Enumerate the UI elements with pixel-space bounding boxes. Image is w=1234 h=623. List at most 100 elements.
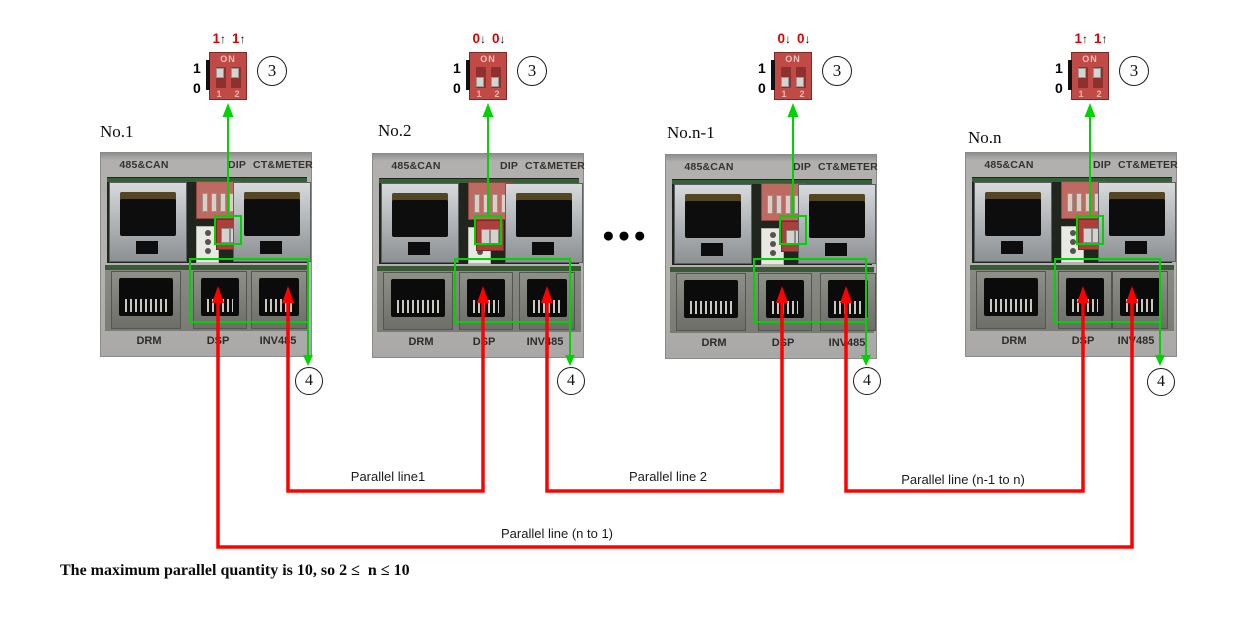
port-label-485can: 485&CAN bbox=[391, 160, 441, 172]
dip-pin-1: 1 bbox=[1078, 89, 1084, 99]
bottom-jack-row bbox=[105, 265, 309, 331]
port-label-drm: DRM bbox=[136, 335, 162, 347]
parallel-line-n-1-label: Parallel line (n to 1) bbox=[501, 526, 613, 541]
rj45-port-drm bbox=[976, 271, 1046, 329]
dip-side-label-1: 1 bbox=[193, 60, 201, 76]
pcb-area bbox=[379, 178, 583, 264]
dip-value: 0 bbox=[797, 31, 805, 46]
dip-pin-2: 2 bbox=[494, 89, 500, 99]
dip-value: 0 bbox=[472, 31, 480, 46]
port-label-485can: 485&CAN bbox=[684, 161, 734, 173]
arrow-down-icon: ↓ bbox=[785, 32, 791, 46]
rj45-port-ctmeter bbox=[233, 182, 311, 262]
port-label-drm: DRM bbox=[701, 337, 727, 349]
dip-side-mark bbox=[466, 60, 470, 90]
dip-pin-1: 1 bbox=[216, 89, 222, 99]
dip-value: 0 bbox=[492, 31, 500, 46]
dip-pin-2: 2 bbox=[234, 89, 240, 99]
dip-pin-1: 1 bbox=[476, 89, 482, 99]
dip-on-label: ON bbox=[220, 54, 236, 64]
port-label-dsp: DSP bbox=[206, 335, 230, 347]
rj45-port-inv485 bbox=[519, 272, 575, 330]
dip-knob bbox=[796, 77, 804, 87]
rj45-port-485can bbox=[109, 182, 187, 262]
dip-slider-2 bbox=[796, 67, 806, 88]
port-label-dip: DIP bbox=[1092, 159, 1112, 171]
dip-side-label-1: 1 bbox=[453, 60, 461, 76]
dip-knob bbox=[216, 68, 224, 78]
rj45-port-inv485 bbox=[820, 273, 876, 331]
callout-4-badge: 4 bbox=[853, 367, 881, 395]
dip-side-label-0: 0 bbox=[758, 80, 766, 96]
arrow-up-icon: ↑ bbox=[1101, 32, 1108, 46]
rj45-port-dsp bbox=[193, 271, 247, 329]
dip-slider-2 bbox=[1093, 67, 1103, 88]
max-parallel-note: The maximum parallel quantity is 10, so … bbox=[60, 562, 410, 579]
pcb-area bbox=[107, 177, 311, 263]
arrow-up-icon: ↑ bbox=[1082, 32, 1088, 46]
dip-side-mark bbox=[1068, 60, 1072, 90]
bottom-jack-row bbox=[670, 267, 876, 333]
parallel-line-1-label: Parallel line1 bbox=[350, 469, 426, 484]
dip-switch-2pos bbox=[476, 220, 504, 251]
dip-knob bbox=[1093, 68, 1101, 78]
arrow-down-icon: ↓ bbox=[499, 32, 506, 46]
rj45-port-inv485 bbox=[251, 271, 307, 329]
callout-4-badge: 4 bbox=[295, 367, 323, 395]
port-label-dip: DIP bbox=[792, 161, 812, 173]
pcb-area bbox=[972, 177, 1176, 263]
port-label-dsp: DSP bbox=[771, 337, 795, 349]
dip-pin-2: 2 bbox=[1096, 89, 1102, 99]
callout-3-badge: 3 bbox=[822, 56, 852, 86]
dip-knob bbox=[781, 77, 789, 87]
rj45-port-ctmeter bbox=[798, 184, 876, 264]
dip-value: 1 bbox=[212, 31, 220, 46]
dip-slider-1 bbox=[476, 67, 486, 88]
dip-on-label: ON bbox=[480, 54, 496, 64]
rj45-port-dsp bbox=[459, 272, 513, 330]
dip-knob bbox=[491, 77, 499, 87]
rj45-port-dsp bbox=[1058, 271, 1112, 329]
rj45-port-drm bbox=[111, 271, 181, 329]
dip-side-label-1: 1 bbox=[758, 60, 766, 76]
dip-knob bbox=[476, 77, 484, 87]
parallel-line-n1-n-label: Parallel line (n-1 to n) bbox=[901, 472, 1025, 487]
dip-slider-1 bbox=[1078, 67, 1088, 88]
port-label-dsp: DSP bbox=[472, 336, 496, 348]
callout-4-badge: 4 bbox=[557, 367, 585, 395]
rj45-port-dsp bbox=[758, 273, 812, 331]
port-label-dsp: DSP bbox=[1071, 335, 1095, 347]
rj45-port-inv485 bbox=[1112, 271, 1168, 329]
arrow-up-icon: ↑ bbox=[239, 32, 246, 46]
bottom-jack-row bbox=[970, 265, 1174, 331]
rj45-port-drm bbox=[676, 273, 746, 331]
callout-3-badge: 3 bbox=[517, 56, 547, 86]
port-label-inv485: INV485 bbox=[1117, 335, 1155, 347]
rj45-port-485can bbox=[381, 183, 459, 263]
panel-title-no-n1: No.n-1 bbox=[667, 123, 715, 142]
comm-panel-no-n1: 485&CAN DIP CT&METER DRM DSP INV485 bbox=[665, 154, 878, 359]
pcb-area bbox=[672, 179, 876, 265]
dip-slider-2 bbox=[491, 67, 501, 88]
dip-side-label-0: 0 bbox=[1055, 80, 1063, 96]
rj45-port-ctmeter bbox=[505, 183, 583, 263]
parallel-line-2-label: Parallel line 2 bbox=[628, 469, 708, 484]
dip-setting-annotation: 0↓0↓ bbox=[765, 30, 823, 48]
green-up-arrowheads bbox=[222, 103, 1096, 117]
rj45-port-485can bbox=[674, 184, 752, 264]
connector-3pin bbox=[761, 228, 784, 265]
dip-side-mark bbox=[771, 60, 775, 90]
dip-knob bbox=[1078, 68, 1086, 78]
dip-switch-enlarged: ON 1 2 bbox=[206, 52, 247, 100]
dip-side-label-1: 1 bbox=[1055, 60, 1063, 76]
port-label-inv485: INV485 bbox=[259, 335, 297, 347]
dip-slider-1 bbox=[216, 67, 226, 88]
port-label-ctmeter: CT&METER bbox=[818, 161, 878, 173]
dip-pin-2: 2 bbox=[799, 89, 805, 99]
